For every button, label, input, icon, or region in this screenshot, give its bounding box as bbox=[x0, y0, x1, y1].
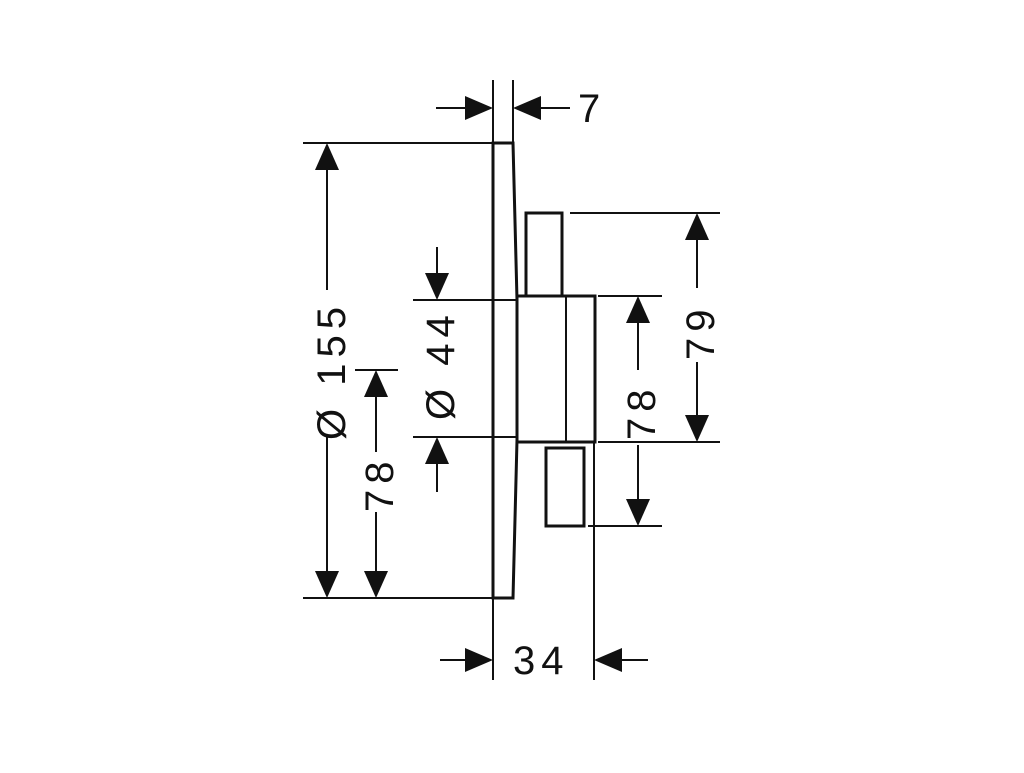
dimension-plate-diameter: Ø 155 bbox=[310, 143, 354, 598]
arrow-left-icon bbox=[513, 96, 541, 120]
dimension-upper-height-right: 79 bbox=[679, 213, 723, 442]
arrow-down-icon bbox=[425, 273, 449, 300]
upper-handle bbox=[524, 211, 564, 299]
arrow-down-icon bbox=[685, 415, 709, 442]
arrow-down-icon bbox=[315, 571, 339, 598]
label-plate-diameter: Ø 155 bbox=[310, 301, 354, 440]
dimension-hub-diameter: Ø 44 bbox=[419, 247, 463, 492]
arrow-down-icon bbox=[626, 499, 650, 526]
arrow-up-icon bbox=[425, 437, 449, 464]
label-upper-height-right: 79 bbox=[679, 304, 723, 361]
cover-plate bbox=[491, 141, 519, 600]
dimension-plate-thickness: 7 bbox=[436, 80, 606, 143]
label-plate-thickness: 7 bbox=[578, 87, 606, 131]
arrow-left-icon bbox=[594, 648, 622, 672]
part-outline bbox=[491, 141, 597, 600]
arrow-up-icon bbox=[626, 296, 650, 323]
arrow-up-icon bbox=[315, 143, 339, 170]
dimension-depth: 34 bbox=[440, 442, 648, 683]
arrow-right-icon bbox=[465, 648, 493, 672]
arrow-down-icon bbox=[364, 571, 388, 598]
extension-lines bbox=[303, 142, 720, 599]
arrow-up-icon bbox=[685, 213, 709, 240]
label-lower-half-left: 78 bbox=[358, 456, 402, 513]
arrow-right-icon bbox=[465, 96, 493, 120]
label-hub-diameter: Ø 44 bbox=[419, 309, 463, 420]
hub-body bbox=[515, 294, 597, 444]
lower-handle bbox=[544, 446, 586, 528]
label-depth: 34 bbox=[513, 639, 570, 683]
dimension-lower-half-left: 78 bbox=[355, 369, 402, 598]
label-lower-height-right: 78 bbox=[620, 384, 664, 441]
dimension-lower-height-right: 78 bbox=[620, 296, 664, 526]
arrow-up-icon bbox=[364, 370, 388, 397]
